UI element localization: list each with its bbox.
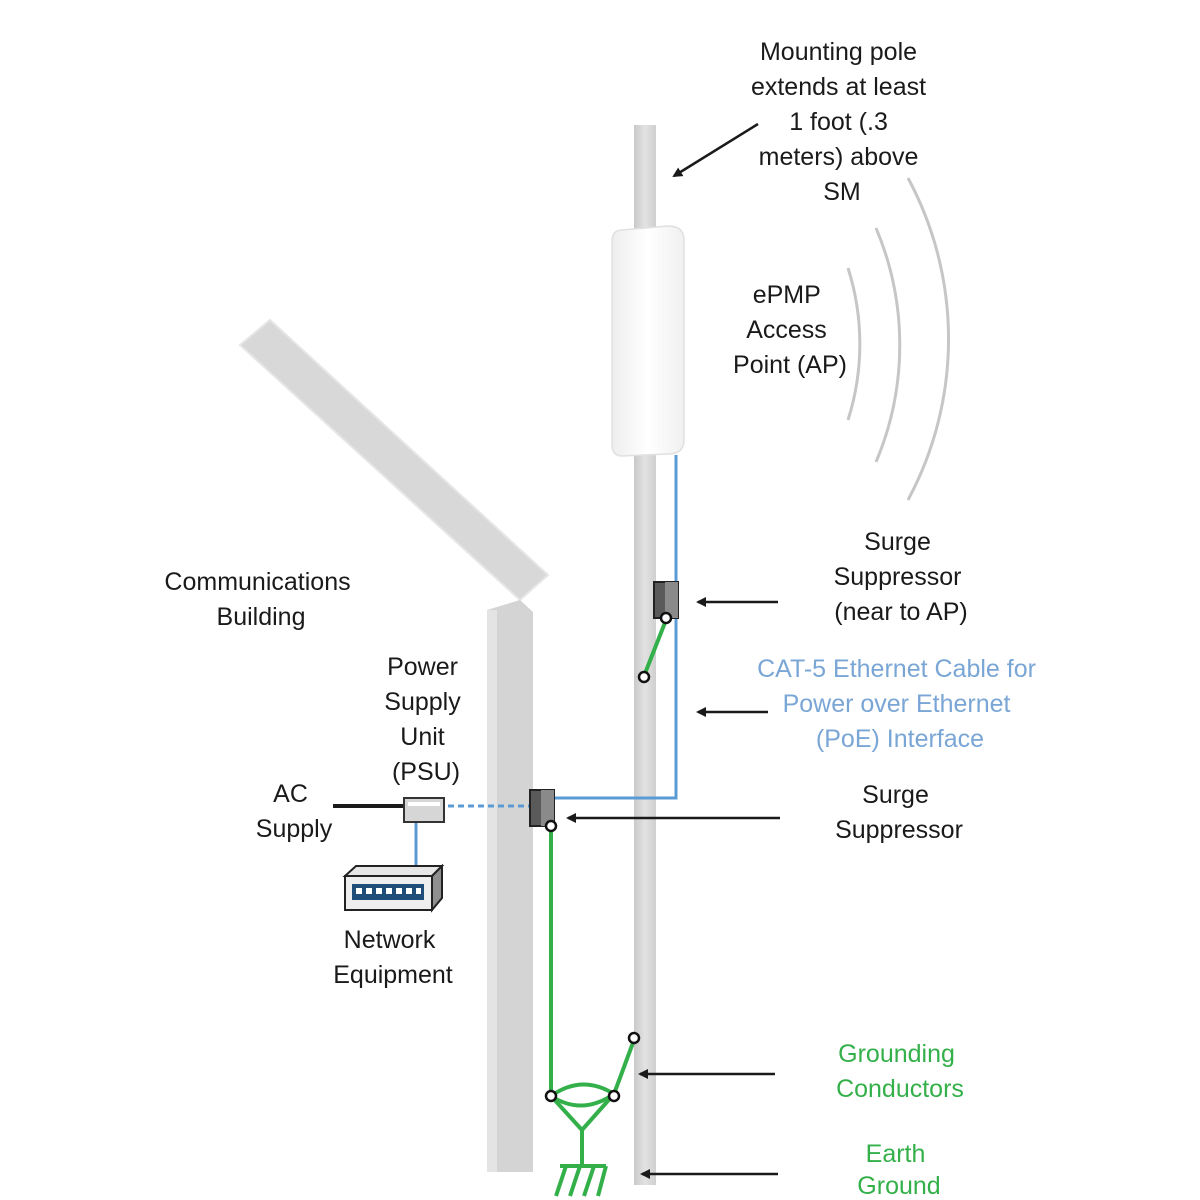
surge-suppressor-ap-box [653,581,679,619]
cat5-ethernet-cable [414,455,678,866]
communications-building-label: Communications Building [164,568,357,631]
communications-building-shape [238,318,550,1172]
psu-label: Power Supply Unit (PSU) [384,653,467,786]
earth-ground-label: Earth Ground [857,1140,940,1200]
ground-connection-points [544,611,673,1103]
arrow-mounting-pole [672,122,759,178]
network-equipment-label: Network Equipment [333,926,453,989]
surge-suppressor-ap-label: Surge Suppressor (near to AP) [834,528,969,626]
cat5-cable-label: CAT-5 Ethernet Cable for Power over Ethe… [757,655,1043,753]
callout-arrows [566,122,780,1179]
earth-ground-icon [554,1164,608,1197]
surge-suppressor-box [529,789,555,827]
surge-suppressor-label: Surge Suppressor [835,781,963,844]
access-point-unit [611,225,685,457]
mounting-pole-label: Mounting pole extends at least 1 foot (.… [751,38,933,206]
psu-box [403,797,445,823]
signal-wave-icon [846,177,951,501]
grounding-conductors-label: Grounding Conductors [836,1040,964,1103]
access-point-label: ePMP Access Point (AP) [733,281,847,379]
ac-supply-label: AC Supply [256,780,333,843]
network-equipment-icon [342,863,445,913]
